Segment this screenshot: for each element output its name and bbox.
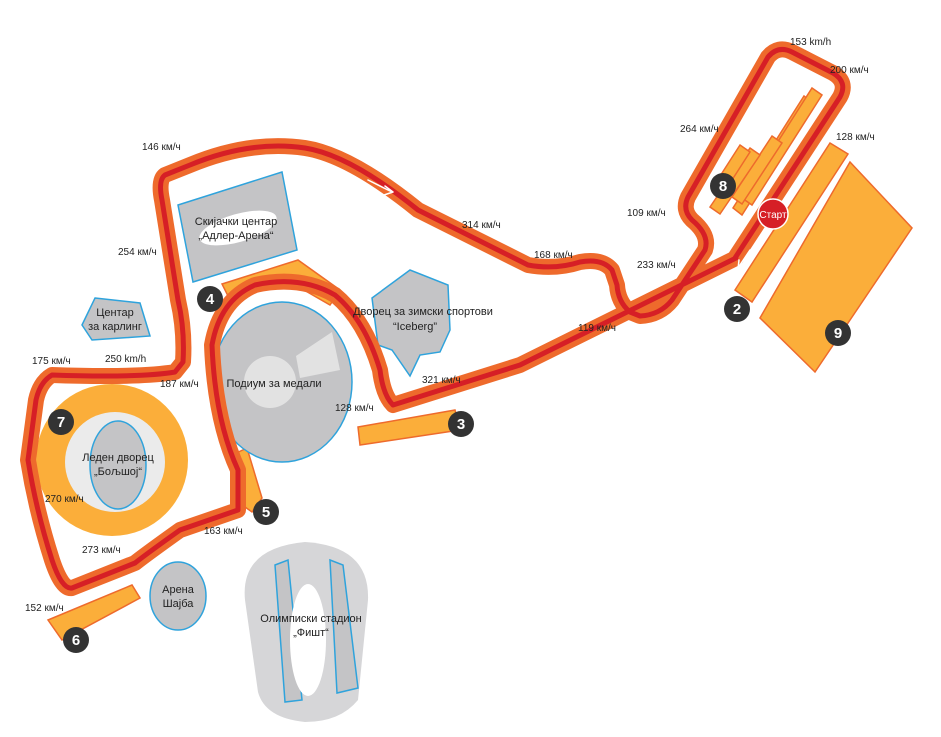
- runoff-turn-6: [46, 584, 142, 641]
- speed-label: 264 км/ч: [680, 124, 719, 135]
- turn-markers: 2 3 4 5 6 7 8 9: [48, 173, 851, 653]
- turn-4-label: 4: [206, 291, 215, 308]
- speed-label: 254 км/ч: [118, 247, 157, 258]
- track-inner: [25, 46, 846, 591]
- speed-label: 152 км/ч: [25, 603, 64, 614]
- ski-center-label-1: Скијачки центар: [195, 216, 277, 228]
- runoff-turn-3: [357, 409, 461, 446]
- speed-label: 128 км/ч: [836, 132, 875, 143]
- turn-5-label: 5: [262, 504, 270, 521]
- speed-label: 250 km/h: [105, 354, 146, 365]
- pit-lane-strip: [733, 141, 850, 304]
- start-label: Старт: [759, 210, 787, 221]
- turn-9-label: 9: [834, 325, 842, 342]
- ice-palace-label-2: „Бољшој“: [94, 466, 142, 478]
- speed-label: 273 км/ч: [82, 545, 121, 556]
- iceberg-label-2: “Iceberg”: [393, 321, 437, 333]
- iceberg-building: [371, 269, 451, 378]
- race-track: [20, 41, 851, 597]
- turn-6-label: 6: [72, 632, 80, 649]
- speed-label: 321 км/ч: [422, 375, 461, 386]
- buildings: [81, 171, 451, 722]
- pit-block-9: [759, 160, 913, 374]
- fisht-label-1: Олимписки стадион: [260, 613, 361, 625]
- speed-label: 270 км/ч: [45, 494, 84, 505]
- venue-labels: Скијачки центар „Адлер-Арена“ Центар за …: [82, 216, 493, 639]
- ice-palace-label-1: Леден дворец: [82, 452, 154, 464]
- speed-label: 109 км/ч: [627, 208, 666, 219]
- speed-label: 119 км/ч: [578, 323, 616, 334]
- speed-labels: 153 km/h 200 км/ч 264 км/ч 128 км/ч 109 …: [25, 37, 875, 614]
- karting-label-2: за карлинг: [88, 321, 142, 333]
- turn-7-label: 7: [57, 414, 65, 431]
- speed-label: 233 км/ч: [637, 260, 676, 271]
- speed-label: 187 км/ч: [160, 379, 199, 390]
- fisht-label-2: „Фишт“: [293, 627, 329, 639]
- speed-label: 200 км/ч: [830, 65, 869, 76]
- karting-label-1: Центар: [96, 307, 133, 319]
- shaiba-label-1: Арена: [162, 584, 195, 596]
- speed-label: 163 км/ч: [204, 526, 243, 537]
- ski-center-label-2: „Адлер-Арена“: [198, 230, 274, 242]
- speed-label: 175 км/ч: [32, 356, 71, 367]
- speed-label: 146 км/ч: [142, 142, 181, 153]
- medals-label: Подиум за медали: [226, 378, 321, 390]
- speed-label: 128 км/ч: [335, 403, 374, 414]
- shaiba-label-2: Шајба: [163, 598, 195, 610]
- speed-label: 153 km/h: [790, 37, 831, 48]
- turn-8-label: 8: [719, 178, 727, 195]
- turn-2-label: 2: [733, 301, 741, 318]
- speed-label: 314 км/ч: [462, 220, 501, 231]
- shaiba-arena: [149, 561, 207, 631]
- direction-arrow-1: [367, 179, 394, 196]
- speed-label: 168 км/ч: [534, 250, 573, 261]
- karting-building: [81, 297, 151, 341]
- direction-arrow-2: [737, 249, 751, 270]
- turn-3-label: 3: [457, 416, 465, 433]
- start-marker: Старт: [757, 198, 789, 230]
- iceberg-label-1: Дворец за зимски спортови: [353, 306, 493, 318]
